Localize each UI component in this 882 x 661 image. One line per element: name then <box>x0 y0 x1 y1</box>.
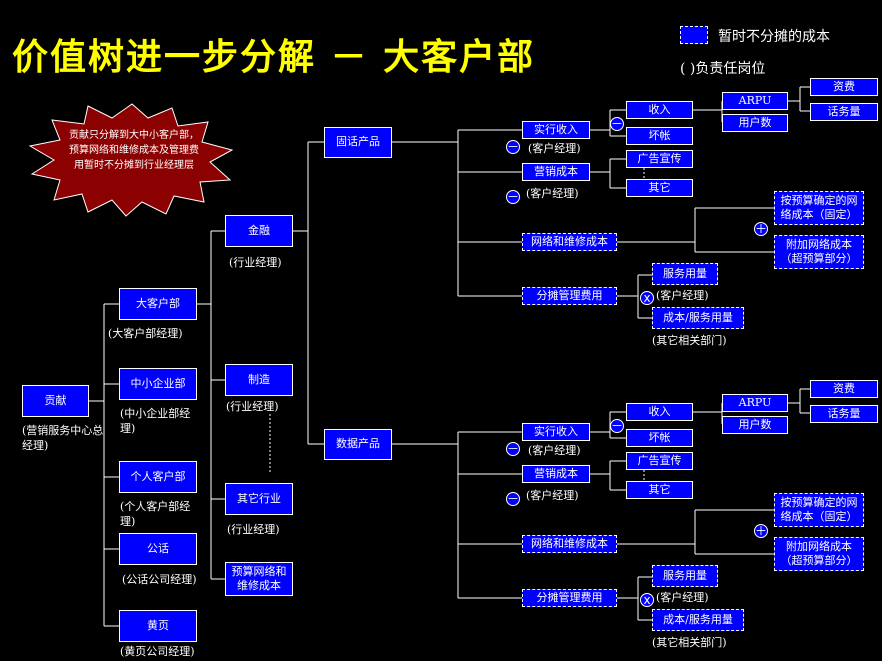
callout-text: 贡献只分解到大中小客户部，预算网络和维修成本及管理费用暂时不分摊到行业经理层 <box>69 130 199 171</box>
tariff-node-data[interactable]: 资费 <box>810 380 878 398</box>
network-cost-node-fixed[interactable]: 网络和维修成本 <box>522 233 617 251</box>
root-owner: (营销服务中心总经理) <box>22 424 104 452</box>
product-node-data[interactable]: 数据产品 <box>324 429 392 460</box>
callout-burst-shape <box>28 103 234 217</box>
budget-fixed-node-data[interactable]: 按预算确定的网络成本（固定） <box>774 493 864 527</box>
dept-owner-key-accounts: (大客户部经理) <box>108 327 183 340</box>
revenue-owner-fixed: (客户经理) <box>528 142 581 155</box>
budget-fixed-node-fixed[interactable]: 按预算确定的网络成本（固定） <box>774 191 864 225</box>
page-title: 价值树进一步分解 － 大客户部 <box>12 37 536 78</box>
dept-node-key-accounts[interactable]: 大客户部 <box>119 288 197 320</box>
minus-sign-icon-marketing-fixed: － <box>506 190 520 204</box>
root-node-contribution[interactable]: 贡献 <box>22 385 89 417</box>
arpu-node-fixed[interactable]: ARPU <box>722 92 788 110</box>
legend-dashed-swatch <box>680 26 708 44</box>
unit-cost-node-fixed[interactable]: 成本/服务用量 <box>652 307 744 329</box>
income-node-data[interactable]: 收入 <box>626 403 693 421</box>
other-cost-node-data[interactable]: 其它 <box>626 481 693 499</box>
network-cost-node-data[interactable]: 网络和维修成本 <box>522 535 617 553</box>
industry-node-other[interactable]: 其它行业 <box>225 483 293 515</box>
tariff-node-fixed[interactable]: 资费 <box>810 78 878 96</box>
arpu-node-data[interactable]: ARPU <box>722 394 788 412</box>
revenue-owner-data: (客户经理) <box>528 444 581 457</box>
unit-cost-node-data[interactable]: 成本/服务用量 <box>652 609 744 631</box>
service-usage-node-data[interactable]: 服务用量 <box>652 565 718 587</box>
times-sign-icon-data: x <box>640 593 654 607</box>
industry-owner-finance: (行业经理) <box>229 256 282 269</box>
bad-debt-node-fixed[interactable]: 坏帐 <box>626 127 693 145</box>
product-node-fixed[interactable]: 固话产品 <box>324 127 392 158</box>
dept-node-yellow-pages[interactable]: 黄页 <box>119 610 197 642</box>
marketing-node-data[interactable]: 营销成本 <box>522 465 590 483</box>
users-node-fixed[interactable]: 用户数 <box>722 114 788 132</box>
industry-node-finance[interactable]: 金融 <box>225 215 293 247</box>
minus-sign-icon-income-data: － <box>610 419 624 433</box>
minus-sign-icon-data: － <box>506 442 520 456</box>
minus-sign-icon-income-fixed: － <box>610 117 624 131</box>
industry-owner-other: (行业经理) <box>227 523 280 536</box>
traffic-node-fixed[interactable]: 话务量 <box>810 103 878 121</box>
unit-cost-owner-data: (其它相关部门) <box>652 636 727 649</box>
dept-owner-personal: (个人客户部经理) <box>120 500 191 528</box>
dept-owner-public-phone: (公话公司经理) <box>122 573 197 586</box>
dept-node-sme[interactable]: 中小企业部 <box>119 368 197 400</box>
income-node-fixed[interactable]: 收入 <box>626 101 693 119</box>
traffic-node-data[interactable]: 话务量 <box>810 405 878 423</box>
times-sign-icon-fixed: x <box>640 291 654 305</box>
marketing-owner-data: (客户经理) <box>526 489 579 502</box>
industry-owner-manufacturing: (行业经理) <box>226 400 279 413</box>
plus-sign-icon-fixed: ＋ <box>754 222 768 236</box>
dept-node-public-phone[interactable]: 公话 <box>119 533 197 565</box>
legend-paren-label: ( )负责任岗位 <box>680 61 766 77</box>
revenue-node-fixed[interactable]: 实行收入 <box>522 121 590 139</box>
marketing-owner-fixed: (客户经理) <box>526 187 579 200</box>
bad-debt-node-data[interactable]: 坏帐 <box>626 429 693 447</box>
ads-node-data[interactable]: 广告宣传 <box>626 452 693 470</box>
dept-node-personal[interactable]: 个人客户部 <box>119 461 197 493</box>
mgmt-fee-node-fixed[interactable]: 分摊管理费用 <box>522 287 617 305</box>
service-usage-owner-fixed: (客户经理) <box>656 289 709 302</box>
service-usage-node-fixed[interactable]: 服务用量 <box>652 263 718 285</box>
ads-node-fixed[interactable]: 广告宣传 <box>626 150 693 168</box>
minus-sign-icon-marketing-data: － <box>506 492 520 506</box>
plus-sign-icon-data: ＋ <box>754 524 768 538</box>
unit-cost-owner-fixed: (其它相关部门) <box>652 334 727 347</box>
users-node-data[interactable]: 用户数 <box>722 416 788 434</box>
dept-owner-sme: (中小企业部经理) <box>120 407 191 435</box>
other-cost-node-fixed[interactable]: 其它 <box>626 179 693 197</box>
extra-network-node-fixed[interactable]: 附加网络成本（超预算部分） <box>774 235 864 269</box>
legend-dashed-label: 暂时不分摊的成本 <box>718 29 830 45</box>
revenue-node-data[interactable]: 实行收入 <box>522 423 590 441</box>
dept-owner-yellow-pages: (黄页公司经理) <box>120 645 195 658</box>
minus-sign-icon-fixed: － <box>506 140 520 154</box>
industry-node-manufacturing[interactable]: 制造 <box>225 364 293 396</box>
mgmt-fee-node-data[interactable]: 分摊管理费用 <box>522 589 617 607</box>
marketing-node-fixed[interactable]: 营销成本 <box>522 163 590 181</box>
extra-network-node-data[interactable]: 附加网络成本（超预算部分） <box>774 537 864 571</box>
service-usage-owner-data: (客户经理) <box>656 591 709 604</box>
industry-node-budget-network[interactable]: 预算网络和维修成本 <box>225 562 293 596</box>
